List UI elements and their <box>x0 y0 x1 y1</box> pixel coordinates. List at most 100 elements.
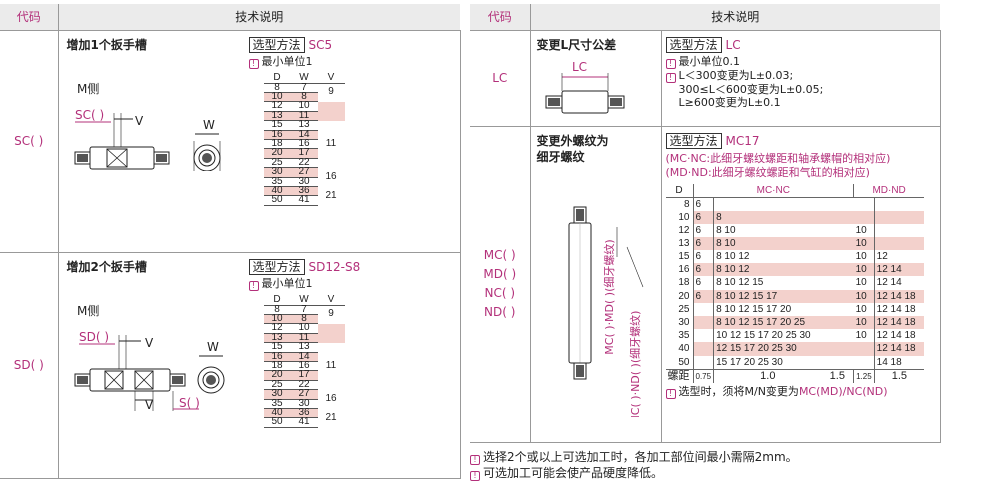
mct-pitch-cell: 0.75 <box>693 368 715 383</box>
sd-dvw-w-cell: 13 <box>290 341 318 353</box>
mc-select-value: MC17 <box>725 133 760 148</box>
sd-dvw-d-cell: 35 <box>263 398 291 409</box>
sc-dvw-d-cell: 50 <box>263 195 291 206</box>
mct-pitch-cell: 1.5 <box>874 368 925 383</box>
sd-dvw-v-cell <box>317 323 345 343</box>
mct-cell: 10 <box>853 236 875 251</box>
sd-dvw-d-cell: 10 <box>263 313 291 325</box>
lc-note-2: 300≤L＜600变更为L±0.05; <box>678 82 824 96</box>
sd-w-label: W <box>207 340 219 354</box>
sd-dvw-d-cell: 20 <box>263 370 291 381</box>
note-icon: ! <box>248 58 259 69</box>
sc-dvw-w-cell: 27 <box>290 166 318 178</box>
header-desc: 技术说明 <box>530 4 941 31</box>
mct-cell <box>874 210 925 224</box>
sc-dvw-w-cell: 8 <box>290 91 318 103</box>
sd-dvw-w-cell: 14 <box>290 351 318 362</box>
sd-dvw-v-cell: 16 <box>325 392 337 404</box>
mct-cell: 12 14 18 <box>874 316 925 330</box>
sd-s-label: S( ) <box>179 396 200 410</box>
mct-cell <box>693 342 715 356</box>
mct-cell <box>874 197 924 211</box>
mc-desc-2: (MD·ND:此细牙螺纹螺距和气缸的相对应) <box>665 165 870 179</box>
mc-footnote-value: MC(MD)/NC(ND) <box>798 384 888 398</box>
mct-cell: 6 <box>693 236 715 251</box>
note-icon: ! <box>248 280 259 291</box>
mct-cell: 50 <box>665 355 694 370</box>
mct-cell: 20 <box>665 289 694 303</box>
sd-dvw-w-cell: 27 <box>290 388 318 400</box>
note-icon: ! <box>470 471 480 481</box>
sd-min-unit: 最小单位1 <box>261 276 313 290</box>
lc-dim-label: LC <box>572 60 587 74</box>
sd-select-value: SD12-S8 <box>308 259 361 274</box>
note-icon: ! <box>665 58 676 69</box>
mct-cell: 12 <box>665 223 694 237</box>
mct-cell: 10 <box>853 276 875 290</box>
sc-dvw-w-cell: 7 <box>290 82 318 93</box>
sd-dvw-w-cell: 36 <box>290 407 318 419</box>
mc-drawing: MC( )·MD( )(细牙螺纹) NC( )·ND( )(细牙螺纹) <box>568 206 643 417</box>
sd-dvw-d-cell: 40 <box>263 407 291 419</box>
row-code-sd: SD( ) <box>0 252 59 479</box>
bottom-note-2-text: 可选加工可能会使产品硬度降低。 <box>483 466 664 480</box>
mct-cell: 8 <box>713 210 854 224</box>
sc-dvw-header-d: D <box>263 71 291 84</box>
mct-cell: 8 10 12 <box>716 251 750 263</box>
sc-v-label: V <box>135 114 144 128</box>
row-code-sc: SC( ) <box>0 30 59 253</box>
sd-dim-label: SD( ) <box>79 330 109 344</box>
mct-cell: 10 <box>853 302 875 316</box>
header-code: 代码 <box>0 4 59 31</box>
sc-dvw-w-cell: 13 <box>290 119 318 131</box>
sc-title: 增加1个扳手槽 <box>66 37 147 52</box>
mct-cell: 10 <box>665 210 694 224</box>
sd-dvw-w-cell: 22 <box>290 379 318 391</box>
mct-cell: 8 10 12 15 17 <box>713 289 854 303</box>
sd-dvw-header-w: W <box>290 293 318 306</box>
sc-dvw-d-cell: 30 <box>263 166 291 178</box>
sc-dvw-w-cell: 36 <box>290 185 318 197</box>
header-desc: 技术说明 <box>58 4 460 31</box>
sd-dvw-w-cell: 11 <box>290 332 318 344</box>
mct-cell: 8 <box>665 197 694 211</box>
mct-pitch-cell: 螺距 <box>665 368 694 383</box>
sd-side-label: M侧 <box>77 304 99 318</box>
lc-note-1: L＜300变更为L±0.03; <box>678 68 794 82</box>
code-nd: ND( ) <box>484 305 516 319</box>
sc-dvw-w-cell: 14 <box>290 129 318 140</box>
bottom-note-1-text: 选择2个或以上可选加工时，各加工部位间最小需隔2mm。 <box>483 450 798 464</box>
sd-v-label: V <box>145 336 154 350</box>
row-codes-mc: MC( ) MD( ) NC( ) ND( ) <box>470 126 531 443</box>
sc-dvw-d-cell: 20 <box>263 148 291 159</box>
mct-cell <box>714 197 854 211</box>
mct-cell: 6 <box>693 276 715 290</box>
mct-cell: 18 <box>665 276 694 290</box>
sd-dvw-d-cell: 12 <box>263 323 291 334</box>
mct-cell <box>693 302 715 316</box>
sc-dim-label: SC( ) <box>75 108 104 122</box>
sc-dvw-v-cell: 9 <box>328 86 334 98</box>
mct-cell <box>693 329 715 343</box>
mct-cell: 12 <box>876 251 888 263</box>
mct-cell: 14 18 <box>876 356 902 368</box>
mct-cell <box>853 197 875 211</box>
sc-w-label: W <box>203 118 215 132</box>
mct-cell: 30 <box>665 316 694 330</box>
sc-dvw-d-cell: 15 <box>263 119 291 131</box>
sc-dvw-w-cell: 11 <box>290 110 318 122</box>
sc-dvw-v-cell: 11 <box>325 137 337 149</box>
sd-select-label: 选型方法 <box>248 258 305 275</box>
mc-title-l2: 细牙螺纹 <box>536 149 585 164</box>
